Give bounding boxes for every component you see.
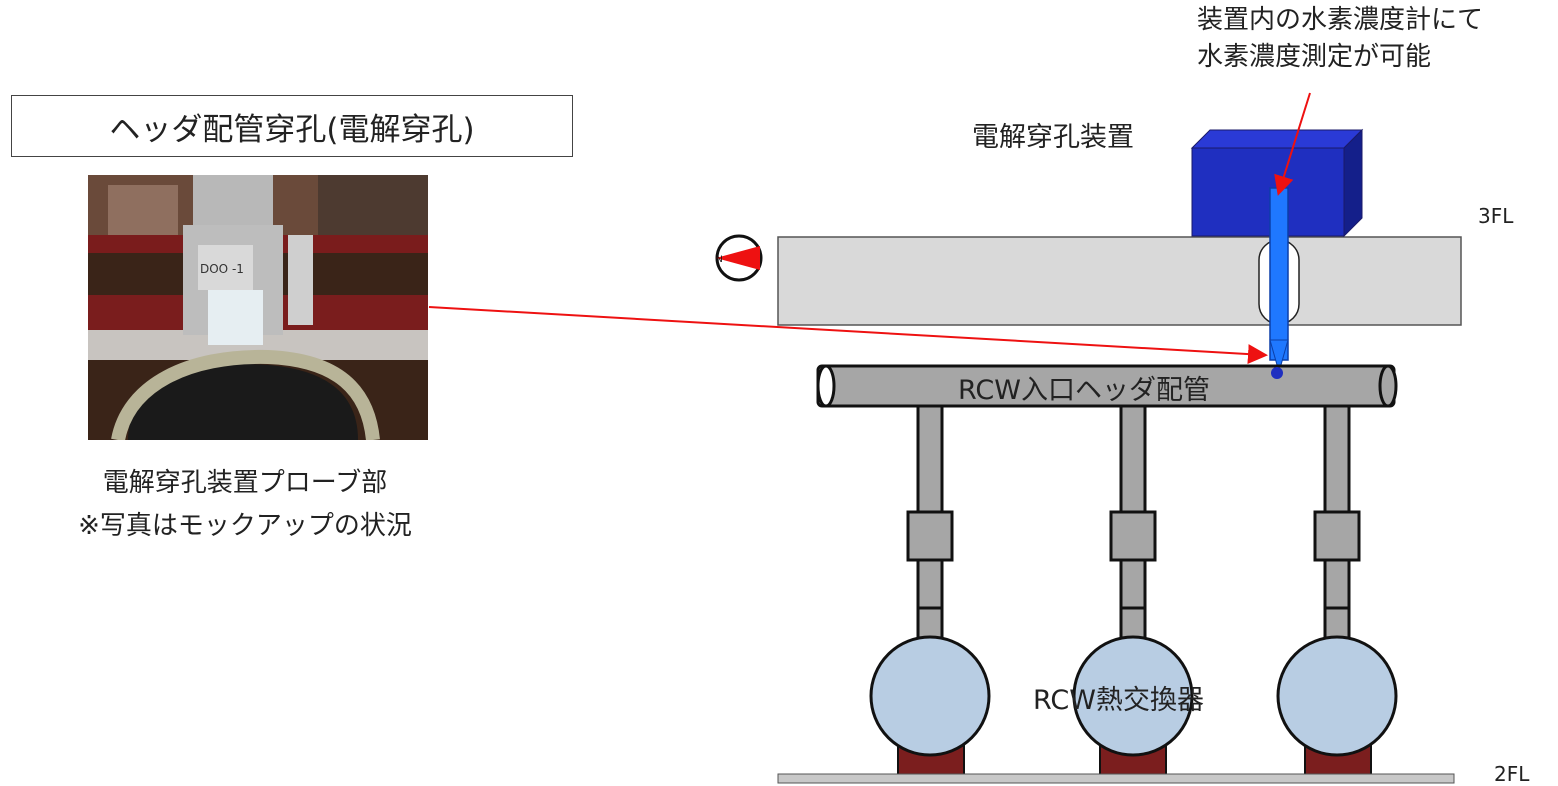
- drilling-device-box: [1190, 128, 1364, 238]
- floor-label-3fl: 3FL: [1478, 204, 1514, 228]
- note-to-probe-arrow: [1274, 92, 1311, 196]
- heat-exchanger-label: RCW熱交換器: [1033, 685, 1204, 716]
- branch-pipe-1: [906, 404, 954, 640]
- heat-exchanger-vessel-1: [869, 635, 991, 757]
- photo-to-probe-arrow: [428, 306, 1268, 365]
- photo-caption: 電解穿孔装置プローブ部 ※写真はモックアップの状況: [50, 462, 440, 548]
- section-title-box: ヘッダ配管穿孔(電解穿孔): [11, 95, 573, 157]
- probe-photo: DOO -1: [88, 175, 428, 440]
- branch-pipe-3: [1313, 404, 1361, 640]
- caption-line-1: 電解穿孔装置プローブ部: [102, 468, 388, 498]
- section-title: ヘッダ配管穿孔(電解穿孔): [109, 111, 475, 148]
- compass-letter: N: [716, 255, 723, 265]
- device-label: 電解穿孔装置: [972, 122, 1134, 153]
- hydrogen-meter-note: 装置内の水素濃度計にて 水素濃度測定が可能: [1197, 2, 1483, 76]
- compass-icon: N: [715, 234, 763, 282]
- photo-label: DOO -1: [200, 262, 244, 276]
- note-line-1: 装置内の水素濃度計にて: [1197, 5, 1484, 35]
- heat-exchanger-vessel-3: [1276, 635, 1398, 757]
- upper-floor-slab: [777, 236, 1462, 326]
- header-pipe-label: RCW入口ヘッダ配管: [958, 375, 1210, 406]
- note-line-2: 水素濃度測定が可能: [1197, 42, 1432, 72]
- probe: [1269, 187, 1289, 361]
- caption-line-2: ※写真はモックアップの状況: [78, 511, 412, 541]
- drill-point: [1271, 367, 1283, 379]
- branch-pipe-2: [1109, 404, 1157, 640]
- heat-exchanger-vessel-2: [1072, 635, 1194, 757]
- lower-floor: [777, 773, 1455, 784]
- floor-label-2fl: 2FL: [1494, 762, 1530, 786]
